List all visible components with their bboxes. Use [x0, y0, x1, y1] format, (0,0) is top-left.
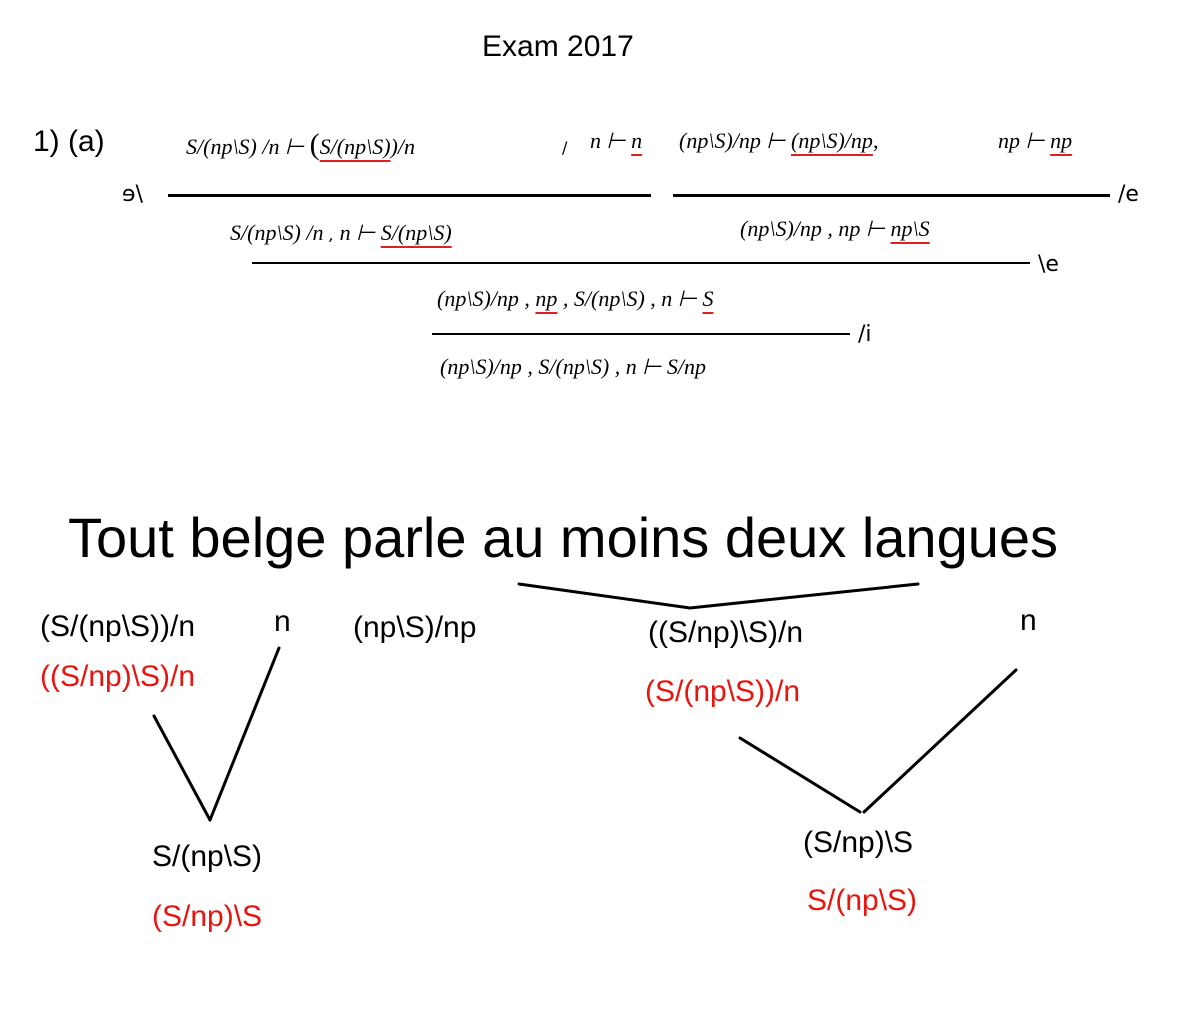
premise-right-comma: ,: [872, 128, 879, 153]
axiom-np-text: np ⊢: [998, 128, 1051, 153]
cat-belge: n: [274, 605, 291, 638]
premise-right-underlined: (np\S)/np: [791, 128, 873, 153]
cat-np-left-alt: (S/np)\S: [152, 900, 263, 933]
branch-right-a: [738, 736, 862, 814]
inference-line-left: [168, 194, 651, 197]
cat-langues: n: [1020, 604, 1037, 637]
cat-parle: (np\S)/np: [353, 611, 477, 644]
axiom-n-text: n ⊢: [590, 128, 632, 153]
cat-tout-alt: ((S/np)\S)/n: [40, 660, 196, 693]
conclusion-left-rest: n ⊢: [339, 220, 381, 245]
premise-left-close: )/n: [390, 134, 415, 159]
cat-tout: (S/(np\S))/n: [40, 610, 196, 643]
conclusion-right-underlined: np\S: [890, 216, 930, 241]
premise-right-text: (np\S)/np ⊢: [679, 128, 792, 153]
axiom-n: n ⊢ n: [590, 130, 642, 152]
question-label: 1) (a): [33, 125, 105, 158]
conclusion-left-comma: ,: [329, 225, 335, 244]
branch-left-b: [208, 646, 281, 822]
sequent-row4: (np\S)/np , S/(np\S) , n ⊢ S/np: [440, 354, 707, 379]
example-sentence: Tout belge parle au moins deux langues: [68, 506, 1059, 569]
row3-np-underlined: np: [535, 286, 558, 311]
cat-np-right-alt: S/(np\S): [807, 884, 918, 917]
conclusion-right-text: (np\S)/np , np ⊢: [740, 216, 891, 241]
inference-line-right: [673, 194, 1110, 197]
row3-s-underlined: S: [702, 286, 714, 311]
premise-left-underlined: S/(np\S): [319, 134, 391, 159]
rule-label-3: /i: [858, 322, 872, 347]
cat-np-left: S/(np\S): [152, 840, 263, 873]
inference-line-3: [432, 333, 850, 335]
sequent-row3: (np\S)/np , np , S/(np\S) , n ⊢ S: [437, 288, 713, 310]
conclusion-left: S/(np\S) /n , n ⊢ S/(np\S): [230, 222, 452, 244]
axiom-n-underlined: n: [631, 128, 643, 153]
row3-a: (np\S)/np ,: [437, 286, 536, 311]
branch-left-a: [152, 714, 212, 822]
exam-title: Exam 2017: [482, 30, 634, 63]
branch-right-b: [862, 668, 1018, 814]
premise-left-text: S/(np\S) /n ⊢: [186, 134, 310, 159]
inference-line-2: [252, 262, 1030, 264]
premise-left-paren: (: [309, 128, 320, 161]
rule-label-2: \e: [1038, 252, 1059, 277]
cat-au-moins-deux-alt: (S/(np\S))/n: [645, 675, 801, 708]
rule-label-right: /e: [1118, 182, 1139, 207]
conclusion-left-underlined: S/(np\S): [380, 220, 452, 245]
cat-np-right: (S/np)\S: [803, 826, 914, 859]
premise-left: S/(np\S) /n ⊢ (S/(np\S))/n: [186, 130, 415, 160]
separator-1: /: [562, 138, 568, 157]
brace-au-moins-deux: [517, 582, 920, 610]
axiom-np: np ⊢ np: [998, 130, 1072, 152]
axiom-np-underlined: np: [1050, 128, 1073, 153]
row3-b: , S/(np\S) , n ⊢: [557, 286, 703, 311]
conclusion-right: (np\S)/np , np ⊢ np\S: [740, 218, 930, 240]
conclusion-left-text: S/(np\S) /n: [230, 220, 324, 245]
premise-right: (np\S)/np ⊢ (np\S)/np,: [679, 130, 878, 152]
cat-au-moins-deux: ((S/np)\S)/n: [648, 616, 804, 649]
